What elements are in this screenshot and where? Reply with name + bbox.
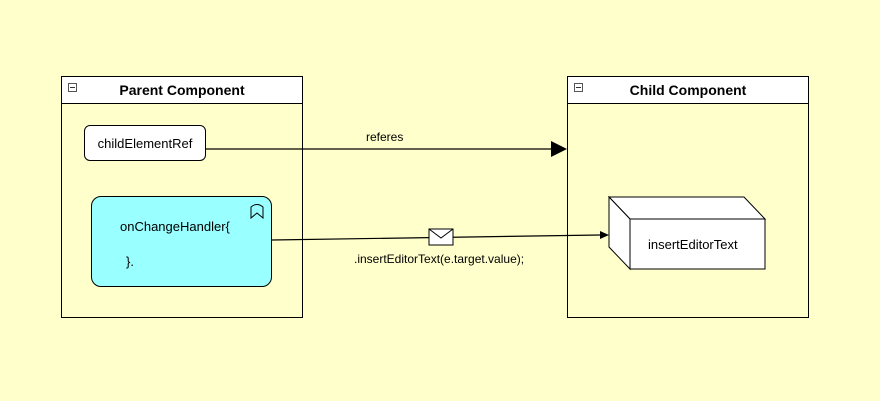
child-component-header: Child Component (568, 77, 808, 104)
call-arrowhead (600, 231, 609, 239)
method-node-shape[interactable] (607, 195, 767, 271)
child-component-title: Child Component (629, 82, 747, 98)
child-element-ref-label: childElementRef (97, 135, 193, 151)
parent-component-header: Parent Component (62, 77, 302, 104)
refers-edge-label: referes (365, 130, 405, 144)
bookmark-icon (250, 204, 264, 219)
handler-close-label: }. (126, 254, 134, 269)
child-component-container[interactable]: Child Component (567, 76, 809, 318)
handler-open-label: onChangeHandler{ (120, 219, 230, 234)
refers-arrowhead (551, 141, 567, 157)
child-element-ref-node[interactable]: childElementRef (84, 125, 206, 161)
on-change-handler-node[interactable]: onChangeHandler{ }. (91, 196, 272, 287)
call-edge-label: .insertEditorText(e.target.value); (353, 252, 526, 266)
parent-component-container[interactable]: Parent Component (61, 76, 303, 318)
parent-component-title: Parent Component (119, 82, 245, 98)
collapse-icon[interactable] (68, 83, 77, 92)
collapse-icon[interactable] (574, 83, 583, 92)
insert-editor-text-label: insertEditorText (648, 237, 738, 252)
envelope-icon (428, 228, 454, 246)
